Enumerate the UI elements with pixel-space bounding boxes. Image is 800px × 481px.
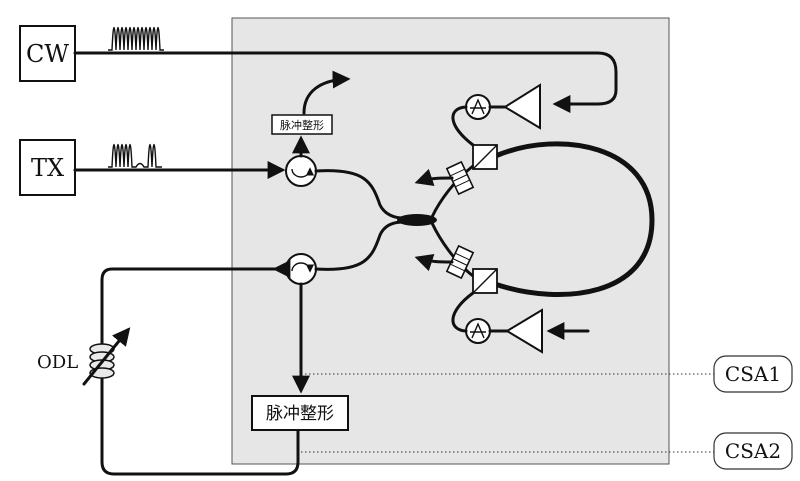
top-filter-output-arrow	[414, 168, 454, 186]
csa2-box: CSA2	[713, 432, 793, 470]
top-filter	[445, 160, 475, 196]
bottom-beam-splitter	[472, 268, 498, 294]
pulse-shaping-small-label: 脉冲整形	[280, 118, 324, 132]
cw-fiber	[73, 51, 618, 113]
top-circulator	[285, 155, 317, 187]
odl-fiber-loop	[100, 267, 300, 476]
fiber-loop	[495, 141, 655, 297]
odl-coil	[89, 343, 115, 379]
bottom-circulator	[285, 253, 317, 285]
tx-pulse-train	[108, 143, 162, 168]
top-polarization-controller	[465, 94, 491, 120]
pulse-shaping-block-large: 脉冲整形	[251, 395, 349, 431]
top-amplifier	[503, 83, 541, 130]
pulse-shaping-block-small: 脉冲整形	[271, 114, 333, 135]
coupler-lower-fiber	[314, 220, 405, 271]
csa1-box: CSA1	[713, 355, 793, 393]
bottom-filter	[445, 244, 475, 280]
odl-label: ODL	[37, 352, 78, 373]
cw-source: CW	[19, 25, 76, 82]
odl-tuning-arrow	[82, 327, 131, 386]
fiber-coupler	[397, 214, 437, 226]
bottom-filter-output-arrow	[414, 254, 454, 272]
coupler-to-bottom-port	[430, 221, 475, 278]
cw-label: CW	[26, 40, 69, 68]
shaper-output-arrow	[302, 70, 351, 115]
coupler-to-top-port	[430, 164, 475, 219]
bottom-amplifier	[505, 308, 543, 354]
coupler-upper-fiber	[314, 169, 405, 220]
top-beam-splitter	[472, 144, 498, 170]
tx-label: TX	[31, 154, 64, 182]
bottom-polarization-controller	[465, 318, 491, 344]
bottom-controller-to-splitter	[451, 291, 475, 333]
top-controller-to-splitter	[451, 105, 475, 147]
csa2-label: CSA2	[725, 439, 781, 463]
pulse-shaping-large-label: 脉冲整形	[266, 404, 334, 424]
cw-pulse-train	[108, 26, 164, 51]
csa1-label: CSA1	[725, 362, 781, 386]
tx-source: TX	[19, 139, 76, 196]
